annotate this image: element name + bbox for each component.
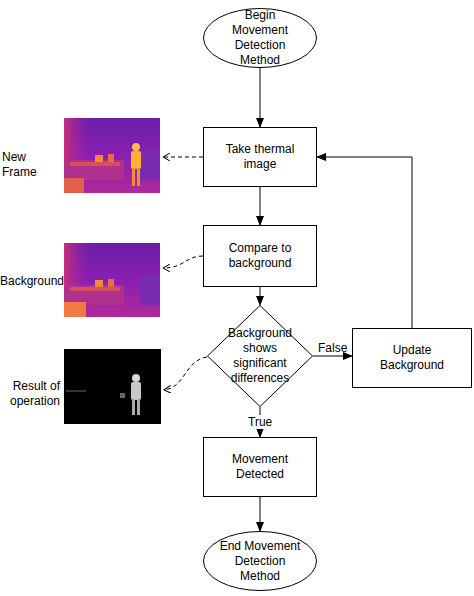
- flow-arrow: [317, 157, 412, 328]
- node-text: Update Background: [359, 343, 465, 373]
- terminal-ellipse: End Movement Detection Method: [203, 531, 317, 591]
- edge-label: True: [246, 415, 274, 429]
- new-frame-image: [64, 118, 160, 193]
- decision-diamond: Background shows significant differences: [207, 305, 313, 407]
- node-text: Movement Detected: [210, 452, 310, 482]
- image-label: New Frame: [2, 150, 62, 180]
- process-box: Compare to background: [203, 225, 317, 287]
- edge-label: False: [316, 341, 349, 355]
- node-text: Begin Movement Detection Method: [217, 8, 303, 68]
- terminal-ellipse: Begin Movement Detection Method: [203, 8, 317, 68]
- node-text: Take thermal image: [210, 142, 310, 172]
- flow-arrow: [260, 287, 261, 305]
- process-box: Update Background: [352, 328, 472, 388]
- background-image: [64, 243, 160, 317]
- flow-arrow: [260, 187, 261, 225]
- process-box: Movement Detected: [203, 437, 317, 497]
- dashed-leader: [164, 357, 207, 390]
- difference-image: [64, 349, 161, 424]
- dashed-leader: [163, 157, 203, 158]
- process-box: Take thermal image: [203, 127, 317, 187]
- image-label: Result of operation: [6, 379, 60, 409]
- flow-arrow: [260, 497, 261, 531]
- flow-arrow: [260, 68, 261, 127]
- node-text: Background shows significant differences: [221, 326, 299, 386]
- flow-arrow: [313, 356, 352, 357]
- node-text: Compare to background: [214, 241, 306, 271]
- image-label: Background: [0, 274, 62, 289]
- node-text: End Movement Detection Method: [217, 539, 303, 584]
- dashed-leader: [163, 256, 203, 268]
